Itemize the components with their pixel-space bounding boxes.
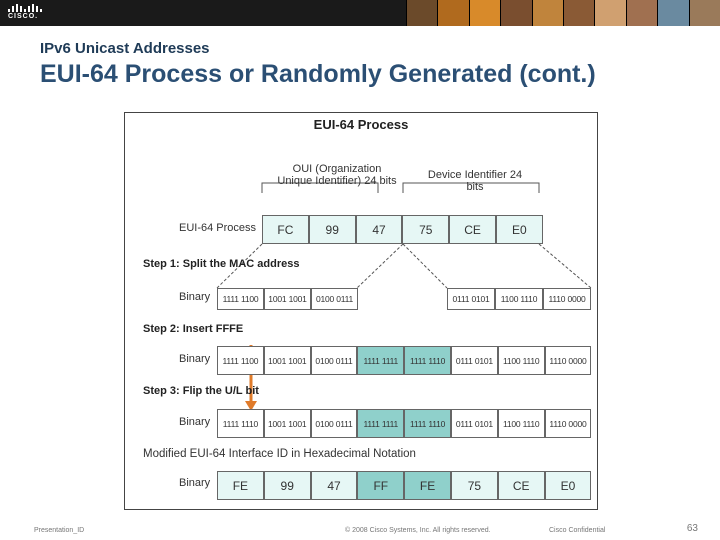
step3-binary-cell: 1001 1001 [263,409,311,438]
eui-cell: 47 [355,215,403,244]
eui64-diagram: EUI-64 Process OUI (Organization Unique … [124,112,598,510]
eui-cell: FC [262,215,309,244]
step3-binary-cell: 1111 1110 [404,409,451,438]
final-hex-cell: FE [217,471,264,500]
slide-subtitle: IPv6 Unicast Addresses [40,40,210,57]
modified-eui64-label: Modified EUI-64 Interface ID in Hexadeci… [143,448,416,460]
step2-binary-cell: 0100 0111 [310,346,358,375]
oui-label: OUI (Organization Unique Identifier) 24 … [277,163,397,187]
top-banner: CISCO. [0,0,720,26]
footer-confidential: Cisco Confidential [549,527,606,534]
eui-process-row-label: EUI-64 Process [179,222,257,234]
step1-binary-cell: 1111 1100 [217,288,264,310]
final-hex-cell: E0 [544,471,592,500]
step2-binary-cell: 1111 1100 [217,346,264,375]
step1-binary-cell: 1110 0000 [543,288,591,310]
step3-binary-label: Binary [179,416,211,428]
final-binary-label: Binary [179,477,211,489]
banner-photo [437,0,469,26]
step1-binary-cell: 1001 1001 [264,288,311,310]
banner-photo [468,0,501,26]
device-identifier-label: Device Identifier 24 bits [427,169,523,193]
banner-photo [531,0,564,26]
final-hex-cell: FE [404,471,451,500]
footer-presentation-id: Presentation_ID [34,527,85,534]
step1-binary-label: Binary [179,291,211,303]
step3-binary-cell: 1110 0000 [544,409,592,438]
step1-label: Step 1: Split the MAC address [143,258,300,270]
step2-binary-cell: 1111 1110 [404,346,451,375]
step2-binary-cell: 1111 1111 [357,346,405,375]
page-number: 63 [686,523,698,534]
final-hex-cell: CE [497,471,545,500]
footer-copyright: © 2008 Cisco Systems, Inc. All rights re… [345,527,491,534]
step2-label: Step 2: Insert FFFE [143,323,244,335]
step2-binary-label: Binary [179,353,211,365]
step3-binary-cell: 1100 1110 [497,409,545,438]
step3-binary-cell: 1111 1111 [357,409,405,438]
final-hex-cell: 75 [451,471,498,500]
step2-binary-cell: 1100 1110 [497,346,545,375]
banner-photo [594,0,626,26]
step2-binary-cell: 0111 0101 [451,346,498,375]
banner-photo [657,0,689,26]
banner-photo [625,0,658,26]
step3-binary-cell: 0100 0111 [310,409,358,438]
diagram-title: EUI-64 Process [313,117,409,132]
step1-binary-cell: 0100 0111 [311,288,358,310]
eui-cell: E0 [496,215,543,244]
final-hex-cell: 47 [310,471,358,500]
banner-photo [563,0,595,26]
step3-binary-cell: 1111 1110 [217,409,264,438]
step2-binary-cell: 1110 0000 [544,346,592,375]
step3-label: Step 3: Flip the U/L bit [143,385,259,397]
final-hex-cell: FF [357,471,405,500]
eui-cell: 75 [402,215,450,244]
banner-photo [406,0,438,26]
slide-title: EUI-64 Process or Randomly Generated (co… [40,60,596,88]
banner-photo [688,0,720,26]
step1-binary-cell: 0111 0101 [447,288,495,310]
eui-cell: CE [449,215,496,244]
step1-binary-cell: 1100 1110 [495,288,543,310]
banner-photo-strip [406,0,720,26]
banner-photo [500,0,532,26]
final-hex-cell: 99 [263,471,311,500]
cisco-logo: CISCO. [8,4,44,22]
step3-binary-cell: 0111 0101 [451,409,498,438]
logo-wordmark: CISCO. [8,13,39,20]
step2-binary-cell: 1001 1001 [263,346,311,375]
eui-cell: 99 [308,215,356,244]
